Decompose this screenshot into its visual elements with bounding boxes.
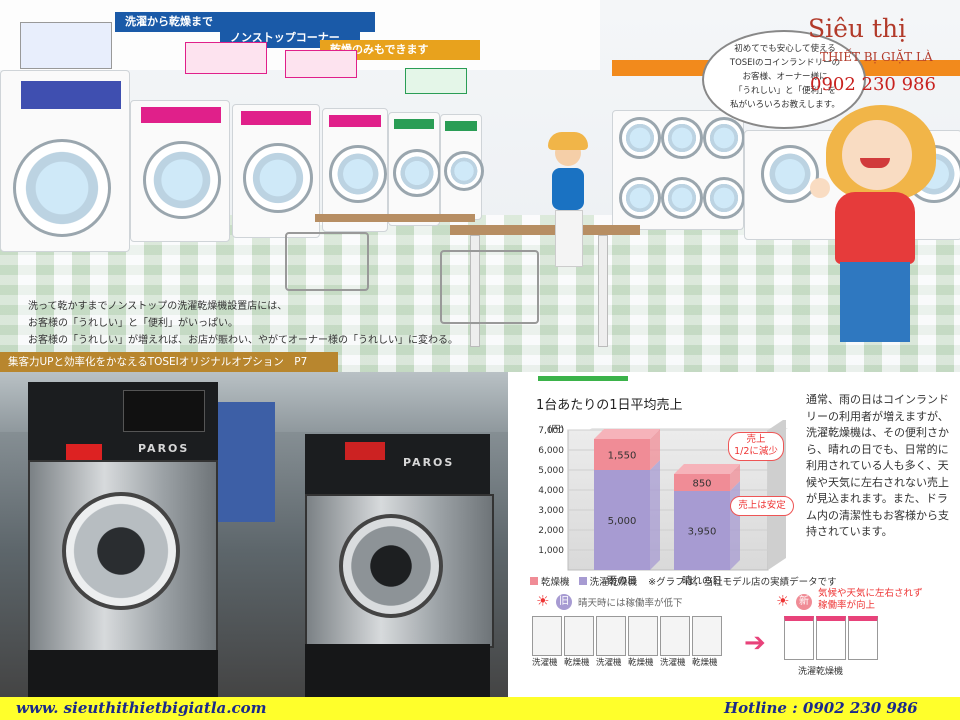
washer-dryer — [440, 114, 484, 220]
washer-extractor — [28, 460, 218, 654]
callout-sales-halved: 売上 1/2に減少 — [728, 432, 784, 461]
legend-note: ※グラフは，当社モデル店の実績データです — [648, 577, 837, 588]
data-label: 850 — [692, 479, 711, 490]
folding-table — [315, 214, 475, 222]
brand-label: PAROS — [138, 442, 190, 455]
folding-table — [450, 225, 640, 235]
price-board — [285, 50, 357, 78]
hotline-text: Hotline : 0902 230 986 — [724, 699, 918, 717]
price-board — [405, 68, 467, 94]
washer-extractor — [305, 494, 494, 648]
guide-body — [835, 192, 915, 264]
new-machine-row — [784, 616, 884, 666]
new-badge: 新 — [796, 594, 812, 610]
callout-sales-stable: 売上は安定 — [730, 496, 794, 516]
laundromat-illustration: 洗濯から乾燥まで ノンストップコーナー 乾燥のみもできます — [0, 0, 960, 372]
legend-swatch-dryer — [530, 577, 538, 585]
machine-card: 乾燥機 — [692, 616, 722, 668]
x-category-label: 晴れの日 — [682, 574, 722, 587]
rain-sun-icon: ☀ — [536, 592, 550, 610]
sun-icon: ☀ — [776, 592, 790, 610]
y-tick-label: 1,000 — [538, 546, 564, 556]
machine-card: 乾燥機 — [564, 616, 594, 668]
data-label: 5,000 — [608, 516, 637, 527]
y-tick-label: 4,000 — [538, 486, 564, 496]
machine-card: 乾燥機 — [628, 616, 658, 668]
factory-photo: PAROS PAROS — [0, 372, 508, 697]
washer-dryer — [232, 104, 320, 238]
machine-card: 洗濯機 — [532, 616, 562, 668]
price-board — [20, 22, 112, 69]
website-link[interactable]: www. sieuthithietbigiatla.com — [16, 699, 267, 717]
woman-body — [552, 168, 584, 210]
y-axis-unit: (円) — [548, 424, 564, 435]
intro-text: 洗って乾かすまでノンストップの洗濯乾燥機設置店には、 お客様の「うれしい」と「便… — [28, 301, 458, 346]
washer-extractor-top: PAROS — [305, 434, 490, 494]
bar-segment — [594, 470, 650, 570]
guide-face — [842, 120, 912, 190]
bar-side — [730, 481, 740, 570]
data-label: 1,550 — [608, 451, 637, 462]
washer-dryer — [0, 70, 130, 252]
description-paragraph: 通常、雨の日はコインランドリーの利用者が増えますが、洗濯乾燥機は、その便利さから… — [806, 393, 949, 538]
old-caption: 晴天時には稼働率が低下 — [578, 598, 683, 609]
guide-hand — [810, 178, 830, 198]
laundry-cart — [440, 250, 539, 324]
bar-side — [650, 429, 660, 470]
option-caption: 集客力UPと効率化をかなえるTOSEIオリジナルオプション P7 — [0, 352, 338, 372]
speech-bubble — [702, 30, 866, 129]
washer-dryer — [322, 108, 388, 232]
machine-card: 洗濯機 — [660, 616, 690, 668]
y-tick-label: 7,000 — [538, 426, 564, 436]
arrow-right-icon: ➔ — [744, 628, 766, 658]
old-machine-row: 洗濯機 乾燥機 洗濯機 乾燥機 洗濯機 乾燥機 — [532, 616, 732, 674]
shelf-rack — [215, 402, 275, 522]
legend-label-dryer: 乾燥機 — [541, 577, 570, 588]
guide-jeans — [840, 262, 910, 342]
bar-segment — [674, 491, 730, 570]
y-tick-label: 2,000 — [538, 526, 564, 536]
new-caption: 気候や天気に左右されず 稼働率が向上 — [818, 588, 923, 611]
machine-card: 洗濯機 — [596, 616, 626, 668]
legend-swatch-washdry — [578, 577, 587, 585]
footer-bar: www. sieuthithietbigiatla.com Hotline : … — [0, 697, 960, 720]
bar-side — [650, 460, 660, 570]
sales-infographic: 1台あたりの1日平均売上 (円) 1,000 2,000 3,000 4,000 5,0… — [508, 372, 960, 697]
new-machine-label: 洗濯乾燥機 — [798, 667, 844, 677]
bar-segment — [594, 439, 650, 470]
title-accent — [538, 376, 628, 381]
legend-label-washdry: 洗濯乾燥機 — [589, 577, 638, 588]
old-badge: 旧 — [556, 594, 572, 610]
bar-top — [594, 429, 660, 439]
washer-extractor-top: PAROS — [28, 382, 218, 460]
washer-dryer — [388, 112, 441, 226]
stacked-dryers — [612, 110, 745, 230]
brand-label: PAROS — [403, 456, 455, 469]
washer-dryer — [130, 100, 230, 242]
price-board — [185, 42, 267, 74]
chart-title: 1台あたりの1日平均売上 — [536, 398, 683, 413]
brand-logo: Siêu thị THIẾT BỊ GIẶT LÀ 0902 230 986 — [808, 14, 936, 95]
bar-top — [674, 464, 740, 474]
y-tick-label: 5,000 — [538, 466, 564, 476]
speech-text: 初めてでも安心して使える TOSEIのコインランドリーの お客様、オーナー様に … — [729, 44, 841, 110]
chart-legend: 乾燥機 洗濯乾燥機 ※グラフは，当社モデル店の実績データです — [530, 574, 837, 588]
x-category-label: 雨の日 — [607, 576, 637, 587]
bar-side — [730, 464, 740, 491]
bar-segment — [674, 474, 730, 491]
banner-wash-to-dry: 洗濯から乾燥まで — [115, 12, 375, 32]
y-tick-label: 3,000 — [538, 506, 564, 516]
laundry-cart — [285, 232, 369, 291]
data-label: 3,950 — [688, 527, 717, 538]
y-tick-label: 6,000 — [538, 446, 564, 456]
